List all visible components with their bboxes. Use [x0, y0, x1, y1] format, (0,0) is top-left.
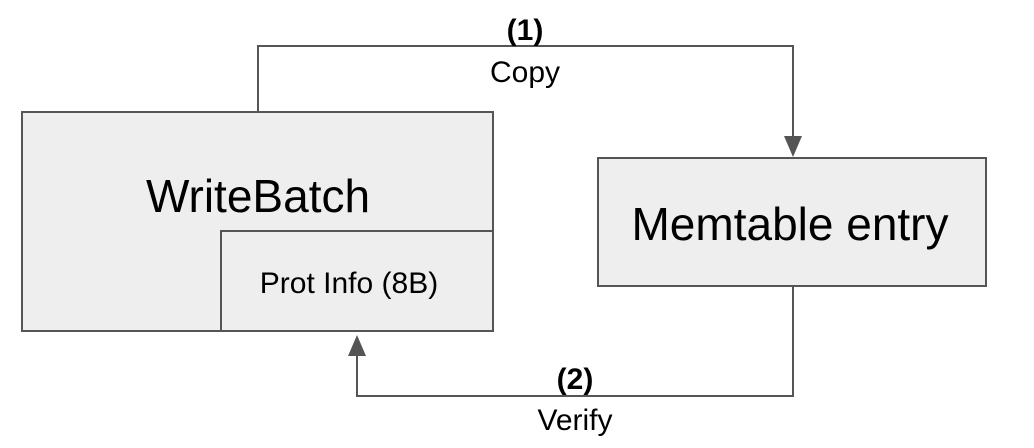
verify-step-number: (2)	[557, 363, 594, 396]
copy-arrow-line	[257, 45, 794, 138]
prot-info-label: Prot Info (8B)	[260, 267, 438, 300]
copy-arrow-head	[784, 136, 802, 157]
verify-arrow-head	[348, 335, 366, 356]
copy-edge: (1) Copy	[257, 14, 802, 157]
verify-edge-label: Verify	[537, 404, 612, 437]
memtable-box	[597, 157, 987, 287]
verify-arrow-line	[356, 287, 794, 397]
memtable-node: Memtable entry	[597, 157, 987, 287]
copy-step-number: (1)	[507, 14, 544, 47]
prot-info-node: Prot Info (8B)	[220, 230, 494, 332]
writebatch-label: WriteBatch	[146, 170, 370, 222]
verify-edge: (2) Verify	[348, 287, 794, 437]
copy-edge-label: Copy	[490, 56, 560, 89]
prot-info-box	[220, 230, 494, 332]
memtable-label: Memtable entry	[631, 198, 948, 250]
